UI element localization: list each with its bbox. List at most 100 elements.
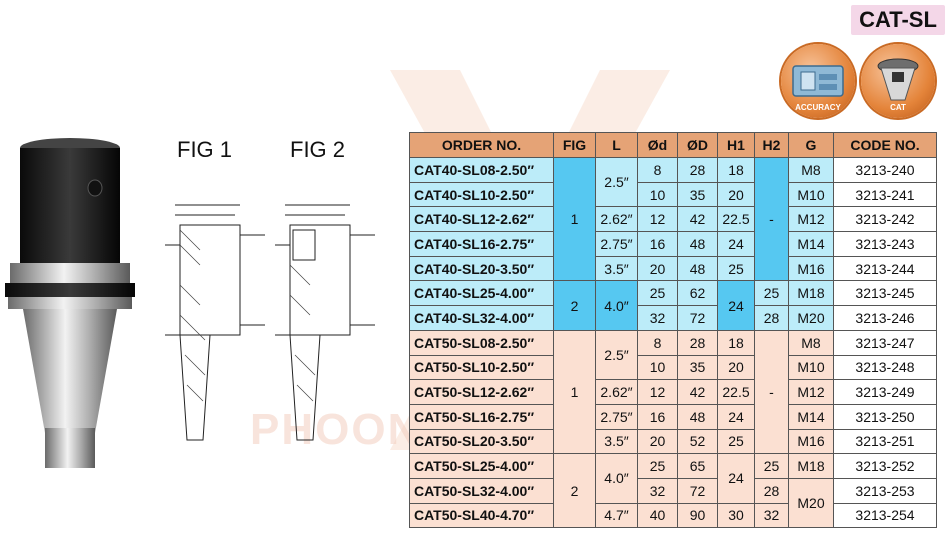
code-no: 3213-247 (833, 329, 937, 356)
product-series-badge: CAT-SL (851, 5, 945, 35)
d-small-value: 25 (637, 453, 678, 479)
code-no: 3213-240 (833, 157, 937, 183)
code-no: 3213-251 (833, 428, 937, 455)
h1-value: 24 (717, 231, 755, 257)
h2-value: 28 (754, 305, 789, 331)
header-code-no: CODE NO. (833, 132, 937, 158)
order-no: CAT40-SL20-3.50″ (409, 255, 554, 282)
table-row: CAT50-SL25-4.00″ 2 4.0″ 25 65 24 25 M18 … (409, 453, 937, 529)
h1-value: 24 (717, 403, 755, 430)
header-order-no: ORDER NO. (409, 132, 554, 158)
fig1-label: FIG 1 (177, 137, 233, 162)
fig-value: 2 (553, 453, 596, 529)
g-value: M20 (788, 477, 834, 529)
table-row: CAT40-SL16-2.75″ 2.75″ 16 48 24 M14 3213… (409, 231, 937, 257)
d-small-value: 25 (637, 280, 678, 307)
h1-value: 22.5 (717, 206, 755, 233)
g-value: M8 (788, 329, 834, 356)
h2-value: 28 (754, 477, 789, 504)
code-no: 3213-248 (833, 354, 937, 381)
order-no: CAT40-SL25-4.00″ (409, 280, 554, 307)
accuracy-label: ACCURACY (795, 103, 841, 112)
order-no: CAT50-SL20-3.50″ (409, 428, 554, 455)
order-no: CAT50-SL25-4.00″ (409, 453, 554, 479)
table-header-row: ORDER NO. FIG L Ød ØD H1 H2 G CODE NO. (409, 132, 937, 158)
table-row: CAT50-SL40-4.70″ 4.7″ 40 90 30 32 3213-2… (409, 502, 937, 529)
d-small-value: 16 (637, 403, 678, 430)
code-no: 3213-252 (833, 453, 937, 479)
g-value: M8 (788, 157, 834, 183)
d-large-value: 48 (677, 403, 718, 430)
spec-table: ORDER NO. FIG L Ød ØD H1 H2 G CODE NO. C… (409, 132, 937, 529)
h2-value: - (754, 156, 789, 282)
l-value: 2.5″ (595, 156, 638, 208)
d-large-value: 35 (677, 181, 718, 208)
g-value: M10 (788, 354, 834, 381)
d-small-value: 32 (637, 477, 678, 504)
h1-value: 24 (717, 280, 755, 331)
header-d-large: ØD (677, 132, 718, 158)
g-value: M18 (788, 280, 834, 307)
g-value: M16 (788, 428, 834, 455)
l-value: 3.5″ (595, 428, 638, 455)
d-large-value: 42 (677, 206, 718, 233)
d-large-value: 72 (677, 477, 718, 504)
table-row: CAT50-SL32-4.00″ 32 72 28 M20 3213-253 (409, 477, 937, 529)
g-value: M16 (788, 255, 834, 282)
cat-label: CAT (890, 103, 906, 112)
g-value: M14 (788, 403, 834, 430)
code-no: 3213-253 (833, 477, 937, 504)
table-row: CAT50-SL20-3.50″ 3.5″ 20 52 25 M16 3213-… (409, 428, 937, 455)
h2-value: 25 (754, 280, 789, 307)
table-row: CAT50-SL08-2.50″ 1 2.5″ 8 28 18 - M8 321… (409, 329, 937, 455)
l-value: 2.5″ (595, 329, 638, 381)
header-g: G (788, 132, 834, 158)
fig-value: 1 (553, 156, 596, 282)
order-no: CAT50-SL08-2.50″ (409, 329, 554, 356)
d-large-value: 48 (677, 231, 718, 257)
code-no: 3213-242 (833, 206, 937, 233)
order-no: CAT40-SL32-4.00″ (409, 305, 554, 331)
order-no: CAT40-SL16-2.75″ (409, 231, 554, 257)
order-no: CAT40-SL12-2.62″ (409, 206, 554, 233)
g-value: M18 (788, 453, 834, 479)
header-h1: H1 (717, 132, 755, 158)
table-row: CAT40-SL08-2.50″ 1 2.5″ 8 28 18 - M8 321… (409, 156, 937, 282)
order-no: CAT40-SL10-2.50″ (409, 181, 554, 208)
d-large-value: 52 (677, 428, 718, 455)
code-no: 3213-243 (833, 231, 937, 257)
order-no: CAT50-SL10-2.50″ (409, 354, 554, 381)
g-value: M10 (788, 181, 834, 208)
d-large-value: 35 (677, 354, 718, 381)
order-no: CAT50-SL16-2.75″ (409, 403, 554, 430)
table-row: CAT40-SL10-2.50″ 10 35 20 M10 3213-241 (409, 181, 937, 208)
fig-value: 1 (553, 329, 596, 455)
header-h2: H2 (754, 132, 789, 158)
h2-value: 25 (754, 453, 789, 479)
d-small-value: 20 (637, 255, 678, 282)
toolholder-photo (5, 138, 135, 468)
order-no: CAT50-SL32-4.00″ (409, 477, 554, 504)
order-no: CAT50-SL40-4.70″ (409, 502, 554, 529)
fig2-label: FIG 2 (290, 137, 346, 162)
l-value: 2.75″ (595, 231, 638, 257)
d-small-value: 10 (637, 181, 678, 208)
cat-taper-icon: CAT (861, 44, 935, 118)
fig-value: 2 (553, 280, 596, 331)
code-no: 3213-244 (833, 255, 937, 282)
l-value: 4.0″ (595, 280, 638, 331)
table-row: CAT40-SL32-4.00″ 32 72 28 M20 3213-246 (409, 305, 937, 331)
d-small-value: 12 (637, 206, 678, 233)
fig2-drawing (275, 204, 375, 441)
code-no: 3213-250 (833, 403, 937, 430)
h1-value: 30 (717, 502, 755, 529)
code-no: 3213-254 (833, 502, 937, 529)
h1-value: 22.5 (717, 379, 755, 405)
d-small-value: 32 (637, 305, 678, 331)
h1-value: 18 (717, 329, 755, 356)
code-no: 3213-241 (833, 181, 937, 208)
d-small-value: 16 (637, 231, 678, 257)
h1-value: 20 (717, 354, 755, 381)
code-no: 3213-245 (833, 280, 937, 307)
l-value: 4.0″ (595, 453, 638, 504)
